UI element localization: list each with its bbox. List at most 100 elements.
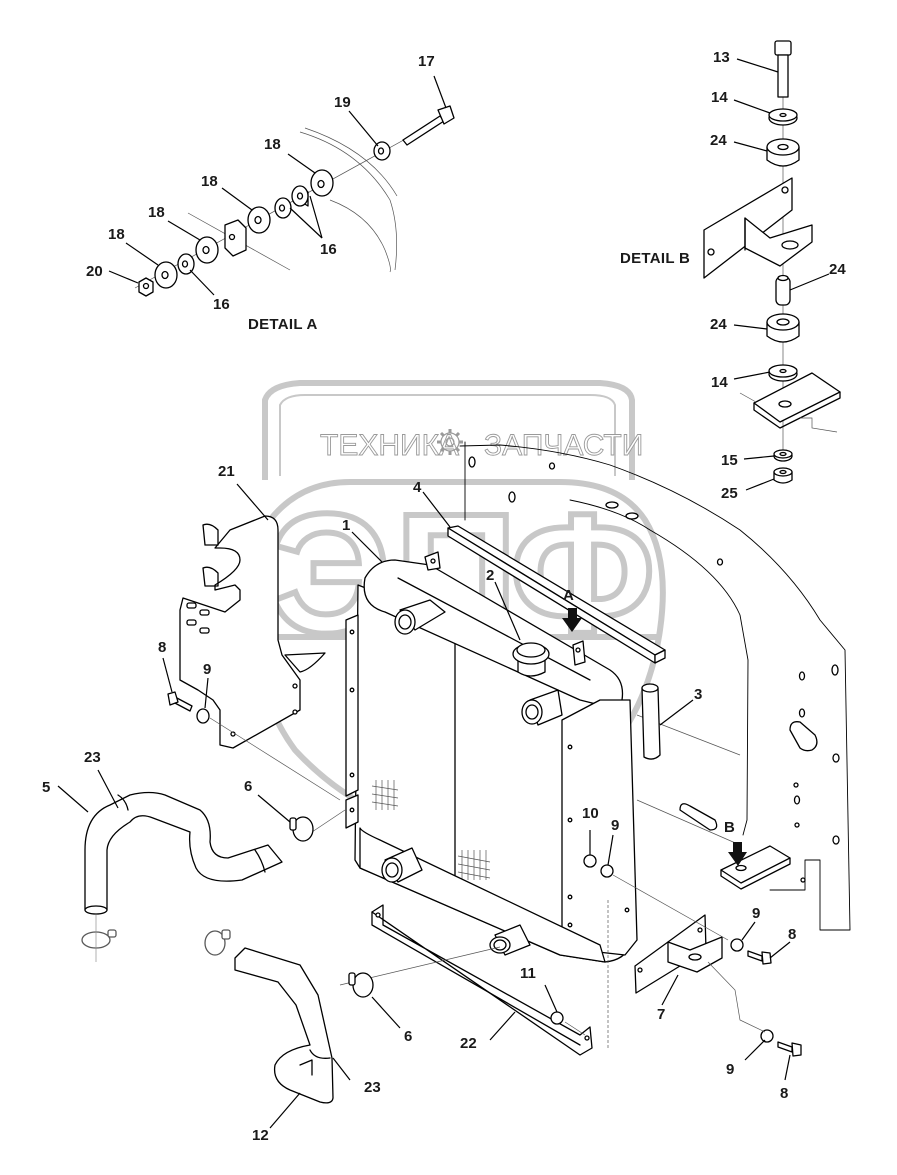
radiator-overflow-pipe — [521, 689, 563, 726]
callout-4: 4 — [413, 479, 422, 496]
washer-15 — [773, 449, 793, 462]
watermark-text-left: ТЕХНИКА — [320, 429, 459, 462]
callout-21: 21 — [218, 463, 235, 480]
view-label-a: A — [563, 587, 574, 604]
spacer-16b — [274, 197, 292, 219]
callout-2: 2 — [486, 567, 494, 584]
detail-b-title: DETAIL B — [620, 250, 690, 267]
callout-13: 13 — [713, 49, 730, 66]
detail-b: 13 14 24 24 24 14 15 25 DETAIL B — [620, 40, 846, 502]
radiator-inlet-pipe — [394, 599, 446, 635]
watermark-text-right: ЗАПЧАСТИ — [484, 429, 643, 462]
callout-9: 9 — [203, 661, 211, 678]
radiator-lower-pipe — [489, 924, 531, 956]
radiator-1 — [345, 551, 638, 1050]
detail-b-mount-plate — [720, 845, 791, 890]
hose-clamp-6b — [348, 972, 374, 998]
hose-clamp-upper — [81, 915, 117, 962]
upper-hose-5 — [84, 791, 283, 915]
spacer-16c — [177, 253, 195, 275]
detail-a: 17 19 18 18 18 18 16 16 20 DETAIL A — [86, 53, 455, 333]
callout-18: 18 — [148, 204, 165, 221]
alignment-lines — [209, 717, 766, 1036]
callout-6: 6 — [404, 1028, 412, 1045]
side-shroud-21 — [179, 515, 326, 749]
detail-b-plate — [739, 372, 841, 433]
callout-8: 8 — [158, 639, 166, 656]
callout-6: 6 — [244, 778, 252, 795]
sleeve-24 — [775, 274, 791, 306]
callout-24: 24 — [710, 132, 727, 149]
watermark-inner-frame — [279, 394, 616, 476]
callout-16: 16 — [320, 241, 337, 258]
callout-15: 15 — [721, 452, 738, 469]
chassis-plate — [459, 441, 851, 931]
mounting-bracket-7 — [634, 914, 723, 994]
detail-b-bracket — [703, 177, 813, 279]
callout-9: 9 — [752, 905, 760, 922]
callout-24: 24 — [710, 316, 727, 333]
lower-hose-12 — [234, 947, 334, 1104]
callout-23: 23 — [84, 749, 101, 766]
nut-10 — [583, 854, 597, 868]
callout-20: 20 — [86, 263, 103, 280]
washer-9d — [760, 1029, 774, 1043]
view-label-b: B — [724, 819, 735, 836]
bolt-13 — [774, 40, 792, 98]
washer-9b — [600, 864, 614, 878]
rubber-mount-24a — [766, 138, 800, 167]
callout-9: 9 — [726, 1061, 734, 1078]
callout-3: 3 — [694, 686, 702, 703]
rubber-mount-24b — [766, 313, 800, 343]
callout-14: 14 — [711, 374, 728, 391]
view-marker-b: B — [724, 819, 747, 866]
washer-14a — [768, 108, 798, 126]
callout-5: 5 — [42, 779, 50, 796]
callout-16: 16 — [213, 296, 230, 313]
washer-9a — [196, 708, 210, 724]
callout-9: 9 — [611, 817, 619, 834]
radiator-core-mesh — [371, 780, 491, 880]
gear-icon — [437, 429, 463, 455]
callout-25: 25 — [721, 485, 738, 502]
callout-10: 10 — [582, 805, 599, 822]
hose-clamp-6a — [289, 816, 314, 842]
callout-19: 19 — [334, 94, 351, 111]
bolt-8a — [167, 691, 193, 712]
callout-22: 22 — [460, 1035, 477, 1052]
bolt-8b — [747, 950, 772, 965]
detail-a-title: DETAIL A — [248, 316, 318, 333]
radiator-cap-2 — [512, 642, 550, 677]
watermark-top-frame — [262, 380, 635, 480]
radiator-outlet-pipe — [381, 847, 423, 883]
callout-18: 18 — [201, 173, 218, 190]
callout-labels: 1 2 3 4 5 6 6 7 8 8 8 9 9 9 9 10 11 12 2… — [42, 463, 796, 1144]
rubber-strip-3 — [641, 683, 661, 760]
callout-8: 8 — [780, 1085, 788, 1102]
bolt-8c — [777, 1041, 802, 1057]
callout-24: 24 — [829, 261, 846, 278]
callout-18: 18 — [264, 136, 281, 153]
detail-a-frame-curve — [299, 131, 398, 271]
callout-17: 17 — [418, 53, 435, 70]
arrow-down-icon — [728, 842, 747, 866]
watermark-shield — [249, 479, 666, 839]
washer-14b — [768, 364, 798, 382]
spacer-16a — [291, 185, 309, 207]
callout-7: 7 — [657, 1006, 665, 1023]
callout-1: 1 — [342, 517, 350, 534]
washer-9c — [730, 938, 744, 952]
hose-clamp-lower — [204, 929, 231, 956]
nut-11 — [550, 1011, 564, 1025]
spacer-block — [224, 219, 247, 257]
bolt-17 — [402, 105, 455, 146]
nut-25 — [773, 467, 793, 484]
bottom-bracket-22 — [371, 904, 593, 1056]
leader-lines — [57, 483, 791, 1129]
callout-8: 8 — [788, 926, 796, 943]
callout-11: 11 — [520, 965, 536, 982]
callout-14: 14 — [711, 89, 728, 106]
arrow-down-icon — [562, 608, 582, 632]
callout-18: 18 — [108, 226, 125, 243]
